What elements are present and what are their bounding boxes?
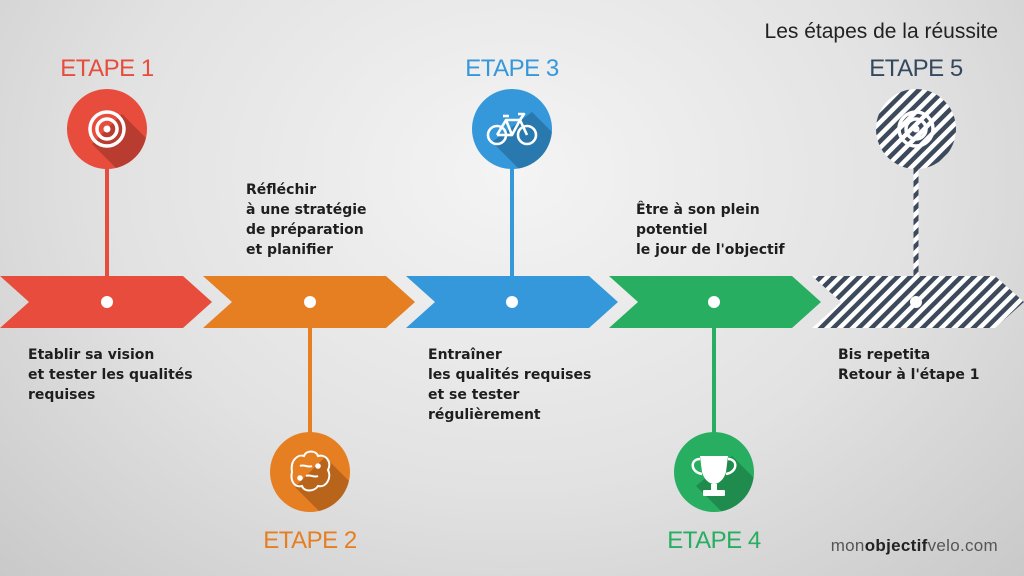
watermark-part-2: objectif	[864, 536, 928, 555]
node-dot-1	[101, 296, 113, 308]
step-3-label: ETAPE 3	[465, 55, 559, 82]
step-1-label: ETAPE 1	[60, 55, 154, 82]
watermark-part-1: mon	[830, 536, 865, 555]
step-4-label: ETAPE 4	[667, 527, 761, 554]
node-dot-4	[708, 296, 720, 308]
step-1-description: Etablir sa vision et tester les qualités…	[28, 347, 193, 403]
node-dot-2	[304, 296, 316, 308]
step-5-circle	[876, 89, 956, 169]
diagram-title: Les étapes de la réussite	[764, 20, 998, 43]
node-dot-3	[506, 296, 518, 308]
step-5-description: Bis repetita Retour à l'étape 1	[838, 347, 980, 383]
step-2-label: ETAPE 2	[263, 527, 357, 554]
bicycle-icon	[486, 112, 538, 146]
watermark: monobjectifvelo.com	[831, 536, 998, 556]
step-5-label: ETAPE 5	[869, 55, 963, 82]
watermark-part-3: velo.com	[927, 536, 998, 555]
step-3-description: Entraîner les qualités requises et se te…	[428, 347, 592, 423]
target-icon	[88, 110, 126, 148]
step-2-description: Réfléchir à une stratégie de préparation…	[246, 182, 367, 258]
step-3-circle	[472, 89, 552, 169]
brain-icon	[290, 450, 331, 492]
step-4-description: Être à son plein potentiel le jour de l'…	[636, 202, 785, 258]
node-dot-5	[910, 296, 922, 308]
trophy-icon	[691, 456, 737, 496]
step-1-circle	[67, 89, 147, 169]
target-icon	[897, 110, 935, 148]
